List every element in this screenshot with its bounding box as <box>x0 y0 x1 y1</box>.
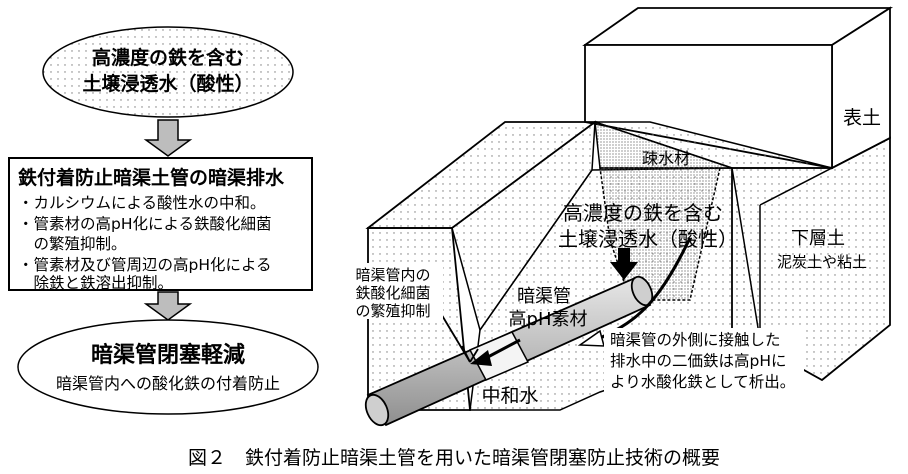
bacteria-line-1: 暗渠管内の <box>355 266 430 284</box>
flow-box-bullet-5: 除鉄と鉄溶出抑制。 <box>18 274 173 292</box>
bacteria-line-2: 鉄酸化細菌 <box>355 284 430 302</box>
pipe-label: 暗渠管 高pH素材 <box>509 286 588 330</box>
subsoil-sub-label: 泥炭土や粘土 <box>777 253 867 271</box>
water-label-line2: 土壌浸透水（酸性） <box>558 227 738 251</box>
pipe-label-line2: 高pH素材 <box>509 309 588 330</box>
bacteria-callout: 暗渠管内の 鉄酸化細菌 の繁殖抑制 <box>343 263 479 363</box>
bacteria-line-3: の繁殖抑制 <box>355 302 430 320</box>
water-label-line1: 高濃度の鉄を含む <box>563 201 723 225</box>
water-label: 高濃度の鉄を含む 土壌浸透水（酸性） <box>558 201 738 251</box>
down-arrow-icon <box>610 248 638 280</box>
flow-box-bullet-1: ・カルシウムによる酸性水の中和。 <box>18 194 266 212</box>
flow-top-ellipse: 高濃度の鉄を含む 土壌浸透水（酸性） <box>42 26 294 118</box>
flow-box-bullet-2: ・管素材の高pH化による鉄酸化細菌 <box>18 215 272 233</box>
white-arrowhead-icon <box>577 329 605 347</box>
flow-box-bullet-3: の繁殖抑制。 <box>18 234 127 253</box>
flow-arrowhead-icon <box>470 350 492 366</box>
precipitation-note: 暗渠管の外側に接触した 排水中の二価鉄は高pHに より水酸化鉄として析出。 <box>604 328 804 394</box>
neutral-water-label: 中和水 <box>481 385 538 407</box>
note-line-3: より水酸化鉄として析出。 <box>610 373 795 391</box>
flow-box-title: 鉄付着防止暗渠土管の暗渠排水 <box>18 166 285 189</box>
flow-process-box: 鉄付着防止暗渠土管の暗渠排水 ・カルシウムによる酸性水の中和。 ・管素材の高pH… <box>8 157 313 292</box>
flow-bottom-title: 暗渠管閉塞軽減 <box>91 342 245 368</box>
subsoil-block: 下層土 泥炭土や粘土 <box>594 121 891 382</box>
note-line-2: 排水中の二価鉄は高pHに <box>610 352 787 370</box>
subsoil-label: 下層土 <box>791 228 845 249</box>
flow-arrow-1 <box>143 119 193 157</box>
flow-arrow-2 <box>143 291 193 321</box>
sparse-material-label: 疎水材 <box>642 149 690 168</box>
topsoil-label: 表土 <box>843 107 881 129</box>
pipe-label-line1: 暗渠管 <box>517 286 571 307</box>
figure-caption: 図２ 鉄付着防止暗渠土管を用いた暗渠管閉塞防止技術の概要 <box>188 447 720 469</box>
note-line-1: 暗渠管の外側に接触した <box>610 331 781 349</box>
flow-box-bullet-4: ・管素材及び管周辺の高pH化による <box>18 256 272 274</box>
flow-top-line2: 土壌浸透水（酸性） <box>82 72 253 95</box>
flow-top-line1: 高濃度の鉄を含む <box>92 46 244 69</box>
flow-bottom-ellipse: 暗渠管閉塞軽減 暗渠管内への酸化鉄の付着防止 <box>17 319 319 415</box>
flow-bottom-sub: 暗渠管内への酸化鉄の付着防止 <box>56 374 280 393</box>
topsoil-block: 表土 <box>582 6 894 170</box>
